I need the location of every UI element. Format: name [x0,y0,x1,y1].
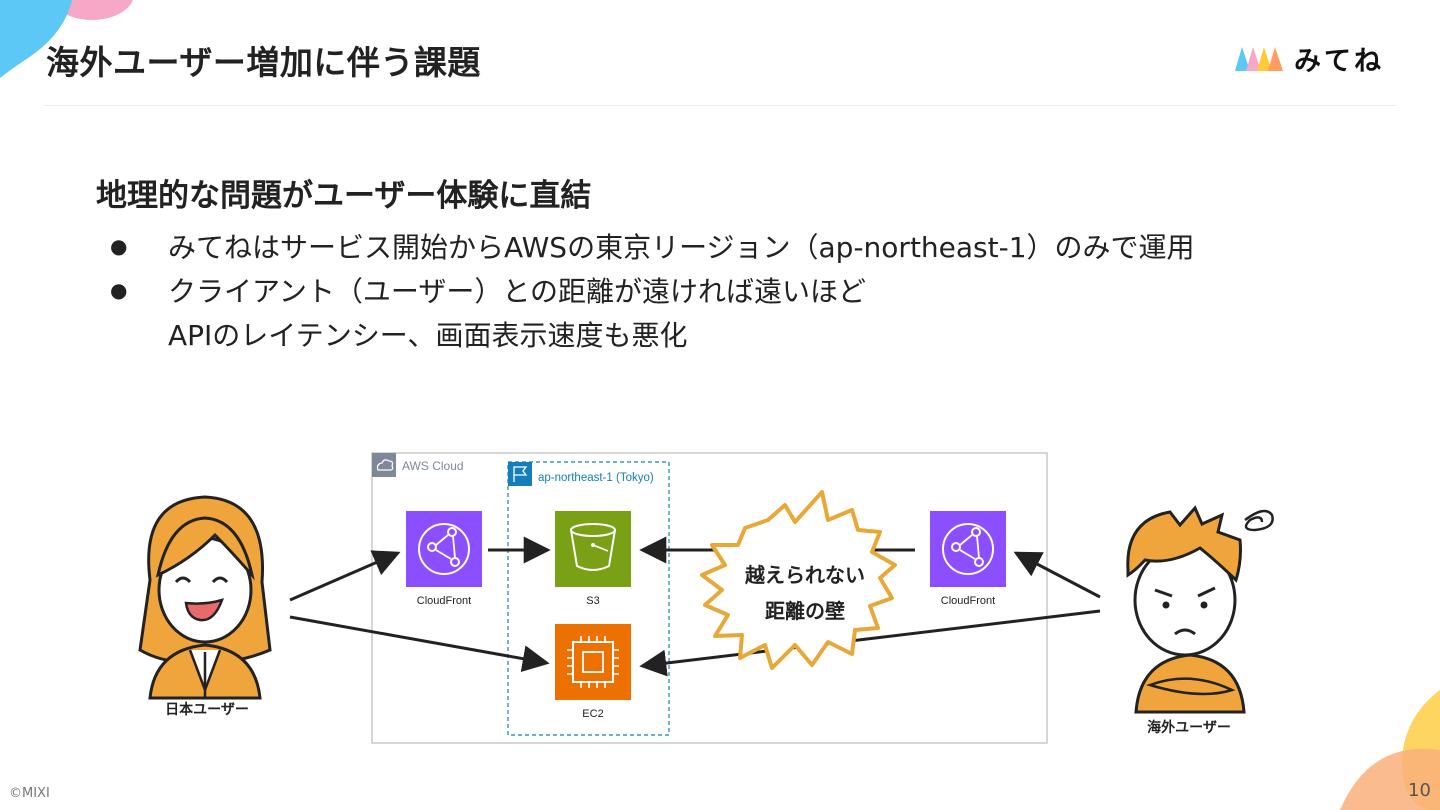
cloudfront-right-label: CloudFront [941,595,995,607]
arrow-overseas-to-ec2 [639,609,1101,677]
corner-decoration-bottom-right [1340,690,1440,810]
japan-user-illustration: 日本ユーザー [138,495,272,717]
region-flag-icon [508,462,532,486]
corner-decoration-top-left [0,0,133,78]
bullet-dot: ● [110,278,128,302]
bullet-text: みてねはサービス開始からAWSの東京リージョン（ap-northeast-1）の… [168,231,1195,264]
ec2-label: EC2 [582,708,603,720]
architecture-diagram: AWS Cloud ap-northeast-1 (Tokyo) CloudFr… [138,452,1274,744]
region-label: ap-northeast-1 (Tokyo) [538,472,654,484]
bullet-item: ● クライアント（ユーザー）との距離が遠ければ遠いほど [110,270,866,310]
page-number: 10 [1408,780,1431,801]
distance-wall-burst: 越えられない 距離の壁 [700,490,897,670]
cloudfront-icon [406,511,482,587]
brand-logo: みてね [1234,40,1384,77]
title-divider [44,105,1396,106]
s3-bucket-icon [555,511,631,587]
overseas-user-illustration: 海外ユーザー [1126,505,1274,735]
burst-text-line2: 距離の壁 [765,599,845,623]
cloudfront-left-label: CloudFront [417,595,471,607]
bullet-item: ● みてねはサービス開始からAWSの東京リージョン（ap-northeast-1）… [110,226,1195,266]
slide-title: 海外ユーザー増加に伴う課題 [46,43,481,82]
burst-text-line1: 越えられない [744,563,865,587]
bullet-text: クライアント（ユーザー）との距離が遠ければ遠いほど [168,275,867,308]
aws-cloud-label: AWS Cloud [402,459,464,473]
s3-label: S3 [586,595,599,607]
ec2-node: EC2 [555,624,631,720]
japan-user-label: 日本ユーザー [165,701,249,717]
arrow-japan-to-ec2 [289,615,550,673]
brand-logo-icon [1235,47,1283,71]
s3-node: S3 [555,511,631,607]
cloudfront-left-node: CloudFront [406,511,482,607]
arrow-overseas-to-cloudfront [1013,551,1101,599]
aws-cloud-boundary [371,452,1048,744]
copyright: ©MIXI [9,786,50,801]
cloudfront-icon [930,511,1006,587]
overseas-user-label: 海外ユーザー [1147,719,1231,735]
cloudfront-right-node: CloudFront [930,511,1006,607]
bullet-continuation: APIのレイテンシー、画面表示速度も悪化 [168,319,688,352]
bullet-dot: ● [110,234,128,258]
arrow-japan-to-cloudfront [289,550,401,602]
region-boundary [507,461,670,736]
section-heading: 地理的な問題がユーザー体験に直結 [96,178,592,214]
brand-name: みてね [1294,45,1384,77]
ec2-instance-icon [555,624,631,700]
